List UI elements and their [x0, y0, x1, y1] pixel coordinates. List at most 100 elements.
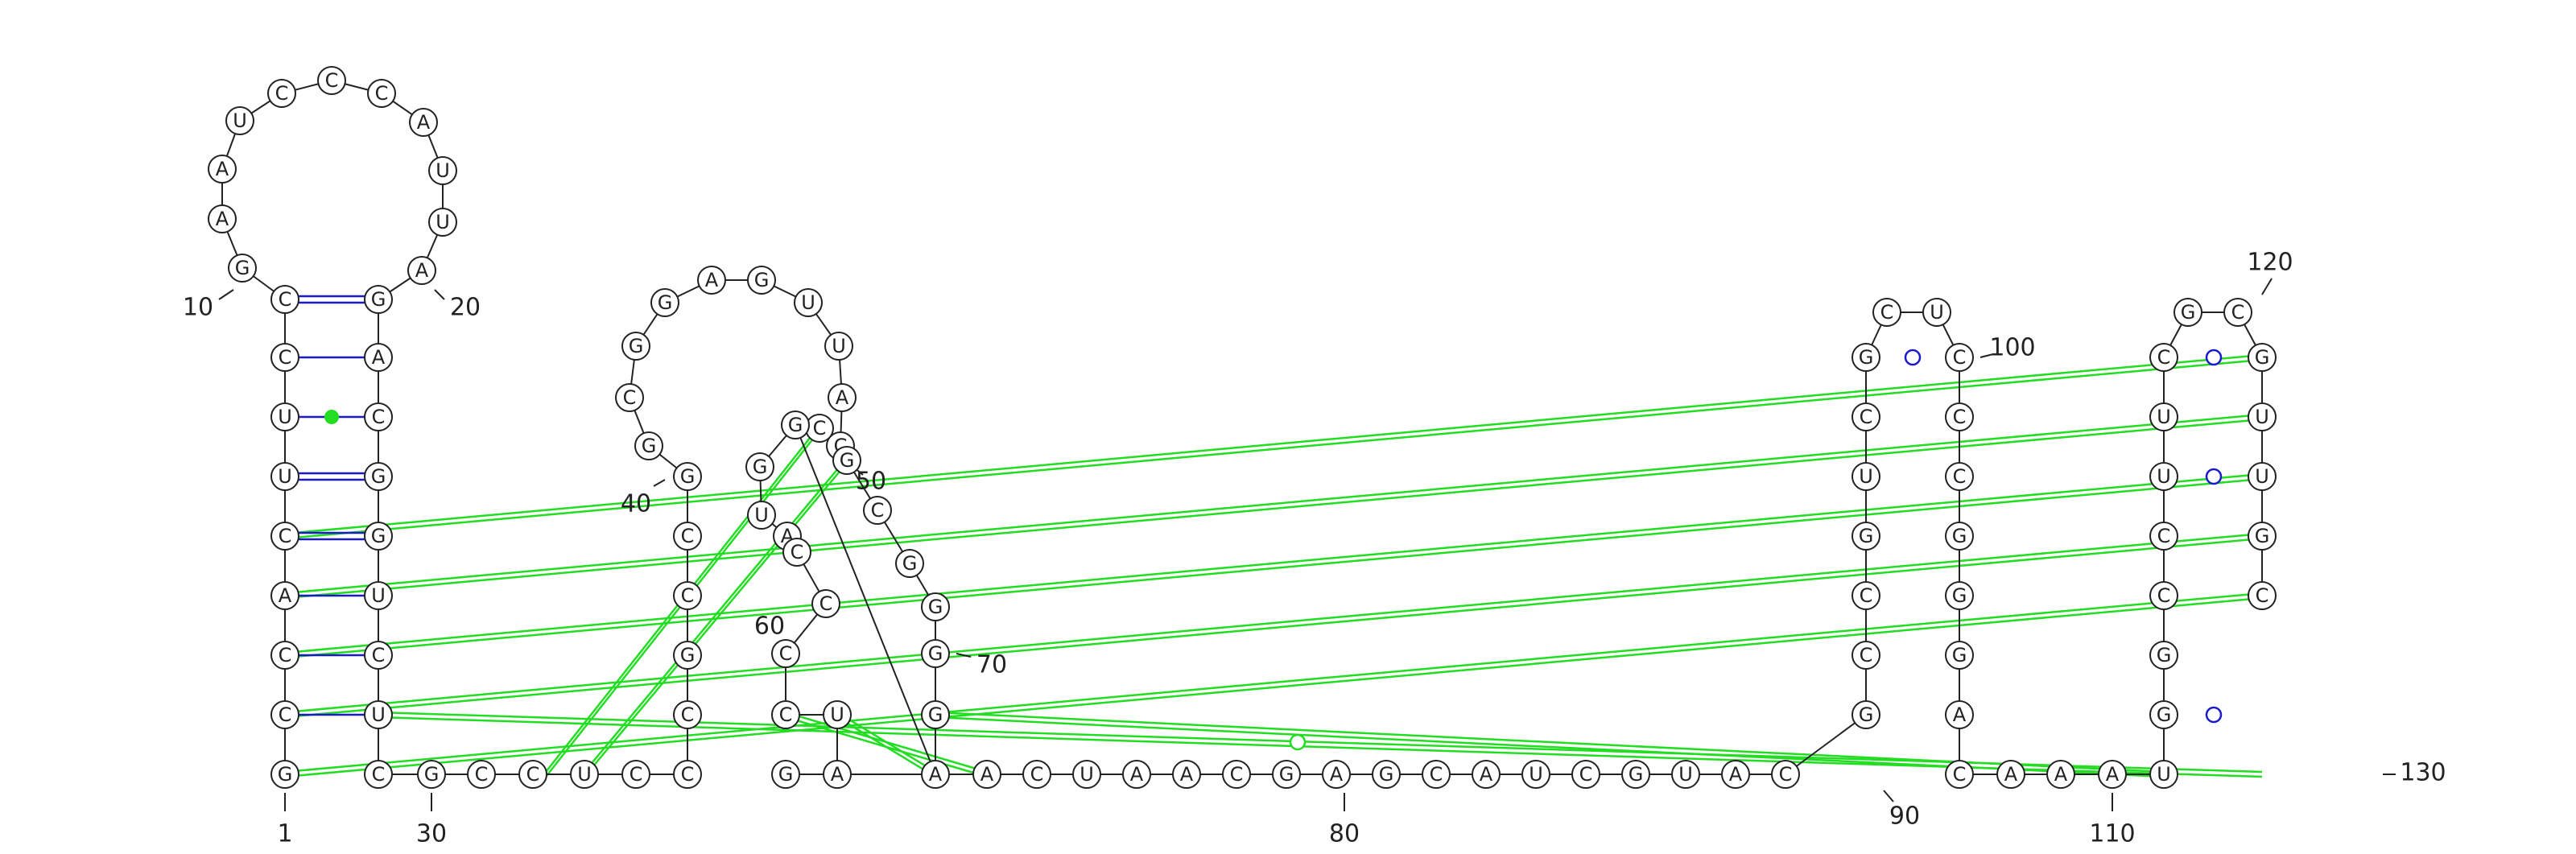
nucleotide-letter: G [1952, 644, 1967, 666]
nucleotide-letter: C [630, 763, 643, 786]
nucleotide-letter: U [801, 291, 815, 314]
nucleotide-letter: C [2256, 584, 2269, 607]
nucleotide-letter: C [871, 499, 885, 522]
nucleotide: U [270, 402, 299, 431]
nucleotide: G [895, 549, 924, 578]
nucleotide-circle [673, 522, 702, 551]
nucleotide: C [1222, 760, 1251, 789]
nucleotide: U [1072, 760, 1101, 789]
nucleotide-letter: C [275, 82, 289, 105]
nucleotide: G [1945, 581, 1974, 610]
nucleotide: G [1852, 343, 1880, 372]
noncanonical-pair-marker [2205, 349, 2223, 366]
nucleotide-letter: A [1729, 763, 1743, 786]
nucleotide-letter: G [629, 335, 644, 357]
index-label-120: 120 [2247, 249, 2293, 277]
nucleotide-letter: U [1859, 465, 1873, 488]
nucleotide-circle [2223, 298, 2252, 327]
nucleotide-letter: G [2255, 525, 2270, 547]
nucleotide: G [781, 410, 810, 439]
nucleotide-circle [270, 462, 299, 491]
nucleotide: C [1945, 343, 1974, 372]
nucleotide-circle [428, 156, 457, 185]
tertiary-interaction-line [584, 462, 848, 778]
nucleotide-letter: G [1859, 346, 1874, 369]
tertiary-interaction-line [284, 358, 2263, 540]
nucleotide-circle [1172, 760, 1201, 789]
index-label-100: 100 [1989, 334, 2035, 362]
nucleotide-circle [2149, 700, 2178, 729]
nucleotide-letter: G [2157, 644, 2172, 666]
nucleotide-circle [1852, 700, 1880, 729]
nucleotide: U [2248, 462, 2277, 491]
nucleotide-circle [364, 522, 393, 551]
nucleotide-circle [2248, 402, 2277, 431]
nucleotide-circle [270, 402, 299, 431]
nucleotide: G [2149, 700, 2178, 729]
index-labels: 1 10 20 30 40 50 60 70 80 90 100 110 120… [183, 249, 2446, 848]
nucleotide-letter: G [754, 269, 770, 291]
nucleotide-circle [673, 641, 702, 670]
nucleotide-letter: G [642, 435, 657, 457]
noncanonical-pair-marker [1289, 733, 1307, 751]
nucleotide-circle [1996, 760, 2025, 789]
nucleotide-circle [1422, 760, 1451, 789]
nucleotide-letter: C [819, 592, 833, 615]
nucleotide-circle [2149, 641, 2178, 670]
index-label-80: 80 [1329, 820, 1360, 848]
nucleotide-circle [267, 79, 296, 108]
nucleotide: G [364, 522, 393, 551]
nucleotide: A [697, 266, 726, 295]
nucleotide-circle [794, 288, 823, 317]
nucleotide-letter: U [2157, 406, 2171, 428]
nucleotide-circle [270, 581, 299, 610]
nucleotide: G [2248, 343, 2277, 372]
nucleotide: G [921, 700, 950, 729]
nucleotide-letter: C [681, 703, 695, 726]
nucleotide-letter: G [371, 465, 386, 488]
wobble-pair-marker [324, 410, 339, 424]
nucleotide-letter: G [235, 257, 250, 279]
nucleotide-letter: G [902, 552, 918, 575]
nucleotide-circle [1472, 760, 1501, 789]
nucleotide-letter: C [791, 541, 804, 563]
nucleotide-letter: C [813, 417, 827, 439]
nucleotide-letter: C [1860, 644, 1873, 666]
nucleotide: C [782, 538, 811, 567]
nucleotide-letter: G [680, 644, 696, 666]
nucleotide: A [407, 256, 436, 285]
nucleotide-letter: C [1860, 406, 1873, 428]
nucleotide-letter: C [279, 288, 292, 311]
nucleotide: C [673, 700, 702, 729]
nucleotide-letter: C [475, 763, 489, 786]
nucleotide: G [1945, 522, 1974, 551]
nucleotide-circle [270, 700, 299, 729]
tertiary-interaction-line [935, 716, 2165, 778]
nucleotide-circle [208, 155, 237, 184]
nucleotide-letter: G [778, 763, 794, 786]
tertiary-interaction-line [584, 457, 848, 773]
nucleotide-circle [2149, 343, 2178, 372]
index-tick [653, 479, 666, 487]
nucleotide-circle [2248, 581, 2277, 610]
nucleotide-circle [2248, 462, 2277, 491]
nucleotide-letter: G [928, 642, 943, 665]
nucleotide-circle [428, 208, 457, 237]
nucleotide: U [225, 106, 254, 135]
nucleotide-circle [1852, 641, 1880, 670]
nucleotide: C [1852, 402, 1880, 431]
index-ticks [218, 278, 2396, 811]
nucleotide-letter: U [2255, 465, 2269, 488]
nucleotide-circle [1945, 641, 1974, 670]
nucleotide-circle [2248, 343, 2277, 372]
nucleotide-letter: A [836, 386, 849, 409]
nucleotide-circle [1521, 760, 1550, 789]
nucleotide-letter: A [2004, 763, 2018, 786]
nucleotide-letter: A [1953, 703, 1967, 726]
nucleotide-circle [409, 108, 438, 137]
nucleotide-circle [225, 106, 254, 135]
nucleotide-letter: C [2157, 584, 2171, 607]
nucleotide: A [2098, 760, 2127, 789]
nucleotide: A [1172, 760, 1201, 789]
nucleotide: G [921, 639, 950, 668]
